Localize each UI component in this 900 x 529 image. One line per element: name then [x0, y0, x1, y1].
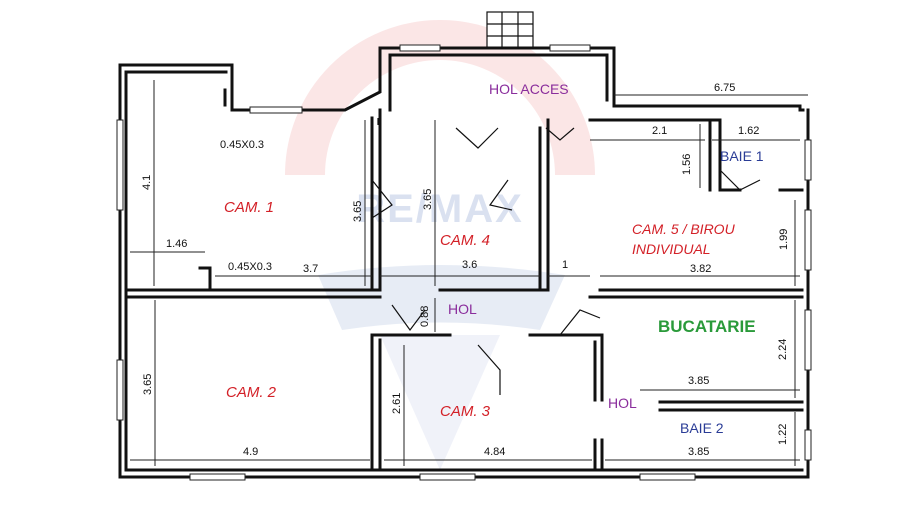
room-cam3: CAM. 3	[440, 403, 491, 420]
room-cam5-line2: INDIVIDUAL	[632, 241, 711, 257]
dim-3-65-cam1: 3.65	[352, 201, 364, 222]
dim-1-46: 1.46	[166, 238, 187, 250]
dimension-labels: 6.75 2.1 1.62 1.56 1.99 4.1 3.65 3.65 1.…	[141, 82, 790, 458]
room-baie1: BAIE 1	[720, 148, 764, 164]
room-bucatarie: BUCATARIE	[658, 317, 756, 336]
dim-4-9: 4.9	[243, 446, 258, 458]
dim-1: 1	[562, 259, 568, 271]
dim-0-88: 0.88	[419, 306, 431, 327]
room-baie2: BAIE 2	[680, 420, 724, 436]
dim-3-6: 3.6	[462, 259, 477, 271]
dim-3-65-cam4: 3.65	[422, 189, 434, 210]
dim-1-99: 1.99	[778, 229, 790, 250]
chimney	[486, 11, 534, 49]
remax-watermark: RE/MAX	[285, 20, 595, 470]
dim-3-82: 3.82	[690, 263, 711, 275]
dimension-lines	[130, 80, 808, 466]
room-hol-acces: HOL ACCES	[489, 81, 569, 97]
windows	[116, 44, 812, 481]
dim-0-45x0-3-bottom: 0.45X0.3	[228, 261, 272, 273]
dim-2-1: 2.1	[652, 125, 667, 137]
dim-3-85-bath: 3.85	[688, 446, 709, 458]
room-cam1: CAM. 1	[224, 199, 274, 216]
room-hol-center: HOL	[448, 301, 477, 317]
dim-2-24: 2.24	[777, 339, 789, 360]
dim-4-84: 4.84	[484, 446, 505, 458]
dim-1-22: 1.22	[777, 424, 789, 445]
dim-4-1: 4.1	[141, 175, 153, 190]
dim-6-75: 6.75	[714, 82, 735, 94]
dim-3-85-kitchen: 3.85	[688, 375, 709, 387]
room-hol-right: HOL	[608, 395, 637, 411]
room-labels: CAM. 1 CAM. 2 CAM. 3 CAM. 4 CAM. 5 / BIR…	[224, 81, 764, 436]
interior-walls	[124, 88, 804, 472]
dim-0-45x0-3-top: 0.45X0.3	[220, 139, 264, 151]
door-swings	[371, 118, 761, 395]
dim-2-61: 2.61	[391, 393, 403, 414]
dim-1-56: 1.56	[681, 154, 693, 175]
dim-3-7: 3.7	[303, 263, 318, 275]
dim-3-65-cam2: 3.65	[142, 374, 154, 395]
room-cam4: CAM. 4	[440, 232, 490, 249]
room-cam5-line1: CAM. 5 / BIROU	[632, 221, 736, 237]
room-cam2: CAM. 2	[226, 384, 277, 401]
dim-1-62: 1.62	[738, 125, 759, 137]
